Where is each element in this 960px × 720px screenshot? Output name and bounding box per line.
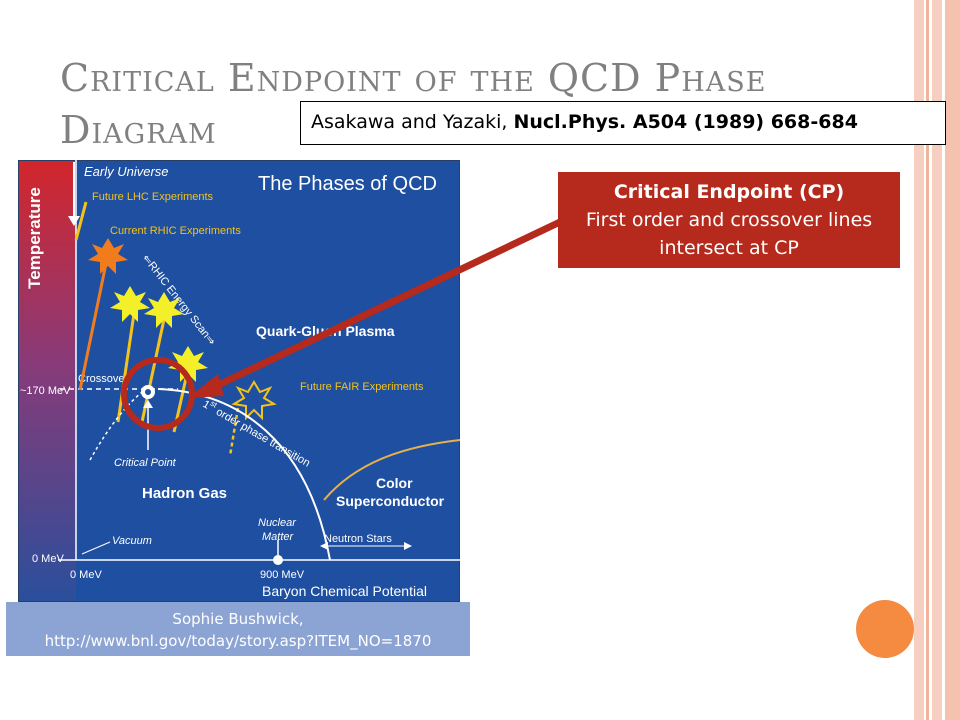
critical-point-pointer-head — [143, 400, 153, 408]
neutron-stars-range-right — [404, 542, 412, 550]
vacuum-pointer — [81, 541, 111, 555]
scan-starburst-1 — [110, 286, 150, 322]
quark-gluon-plasma-label: Quark-Gluon Plasma — [256, 323, 395, 339]
credit-url[interactable]: http://www.bnl.gov/today/story.asp?ITEM_… — [44, 632, 432, 650]
vacuum-label: Vacuum — [112, 535, 152, 547]
critical-endpoint-callout: Critical Endpoint (CP) First order and c… — [558, 172, 900, 268]
y-axis-label: Temperature — [25, 187, 44, 289]
lhc-arrow — [74, 201, 88, 241]
hadron-gas-label: Hadron Gas — [142, 485, 227, 502]
y-tick-0-mev: 0 MeV — [32, 553, 64, 565]
scan-arrow-1 — [116, 299, 138, 423]
future-fair-label: Future FAIR Experiments — [300, 381, 424, 393]
scan-starburst-3 — [168, 346, 208, 382]
x-axis-label: Baryon Chemical Potential — [262, 583, 427, 599]
scan-starburst-2 — [144, 292, 184, 328]
future-lhc-label: Future LHC Experiments — [92, 191, 214, 203]
citation-journal: Nucl.Phys. A504 (1989) 668-684 — [513, 111, 858, 133]
current-rhic-label: Current RHIC Experiments — [110, 225, 241, 237]
image-credit: Sophie Bushwick, http://www.bnl.gov/toda… — [6, 602, 470, 656]
critical-point-inner — [145, 389, 151, 395]
neutron-stars-range-left — [320, 542, 328, 550]
x-tick-0-mev: 0 MeV — [70, 569, 102, 581]
accent-circle — [856, 600, 914, 658]
first-order-number: 1 — [201, 398, 212, 411]
superconductor-label: Superconductor — [336, 493, 445, 509]
callout-body: First order and crossover lines intersec… — [585, 209, 873, 259]
diagram-title: The Phases of QCD — [258, 173, 437, 195]
edge-stripe — [914, 0, 924, 720]
edge-stripe — [932, 0, 942, 720]
neutron-stars-label: Neutron Stars — [324, 533, 392, 545]
rhic-starburst — [88, 238, 128, 274]
slide-title: Critical Endpoint of the QCD Phase Diagr… — [60, 56, 767, 152]
first-order-superscript: st — [209, 399, 220, 410]
matter-label: Matter — [262, 531, 295, 543]
early-universe-label: Early Universe — [84, 164, 169, 179]
nuclear-label: Nuclear — [258, 517, 297, 529]
crossover-label: Crossover — [78, 373, 128, 385]
callout-title: Critical Endpoint (CP) — [613, 181, 845, 203]
x-tick-900-mev: 900 MeV — [260, 569, 305, 581]
early-universe-arrowhead — [68, 216, 80, 226]
edge-stripe — [945, 0, 960, 720]
y-tick-170-mev: ~170 MeV — [20, 385, 71, 397]
citation-authors: Asakawa and Yazaki, — [311, 111, 514, 133]
nuclear-matter-marker — [273, 555, 283, 565]
qcd-phase-diagram: Temperature ~170 MeV 0 MeV 0 MeV 900 MeV… — [18, 160, 460, 602]
color-superconductor-curve — [323, 439, 460, 501]
critical-point-label: Critical Point — [114, 457, 177, 469]
fair-arrow — [228, 407, 240, 457]
temperature-gradient-bar — [18, 160, 76, 602]
credit-name: Sophie Bushwick, — [172, 610, 304, 628]
citation-box: Asakawa and Yazaki, Nucl.Phys. A504 (198… — [300, 101, 946, 145]
color-label: Color — [376, 475, 413, 491]
edge-stripe — [926, 0, 929, 720]
